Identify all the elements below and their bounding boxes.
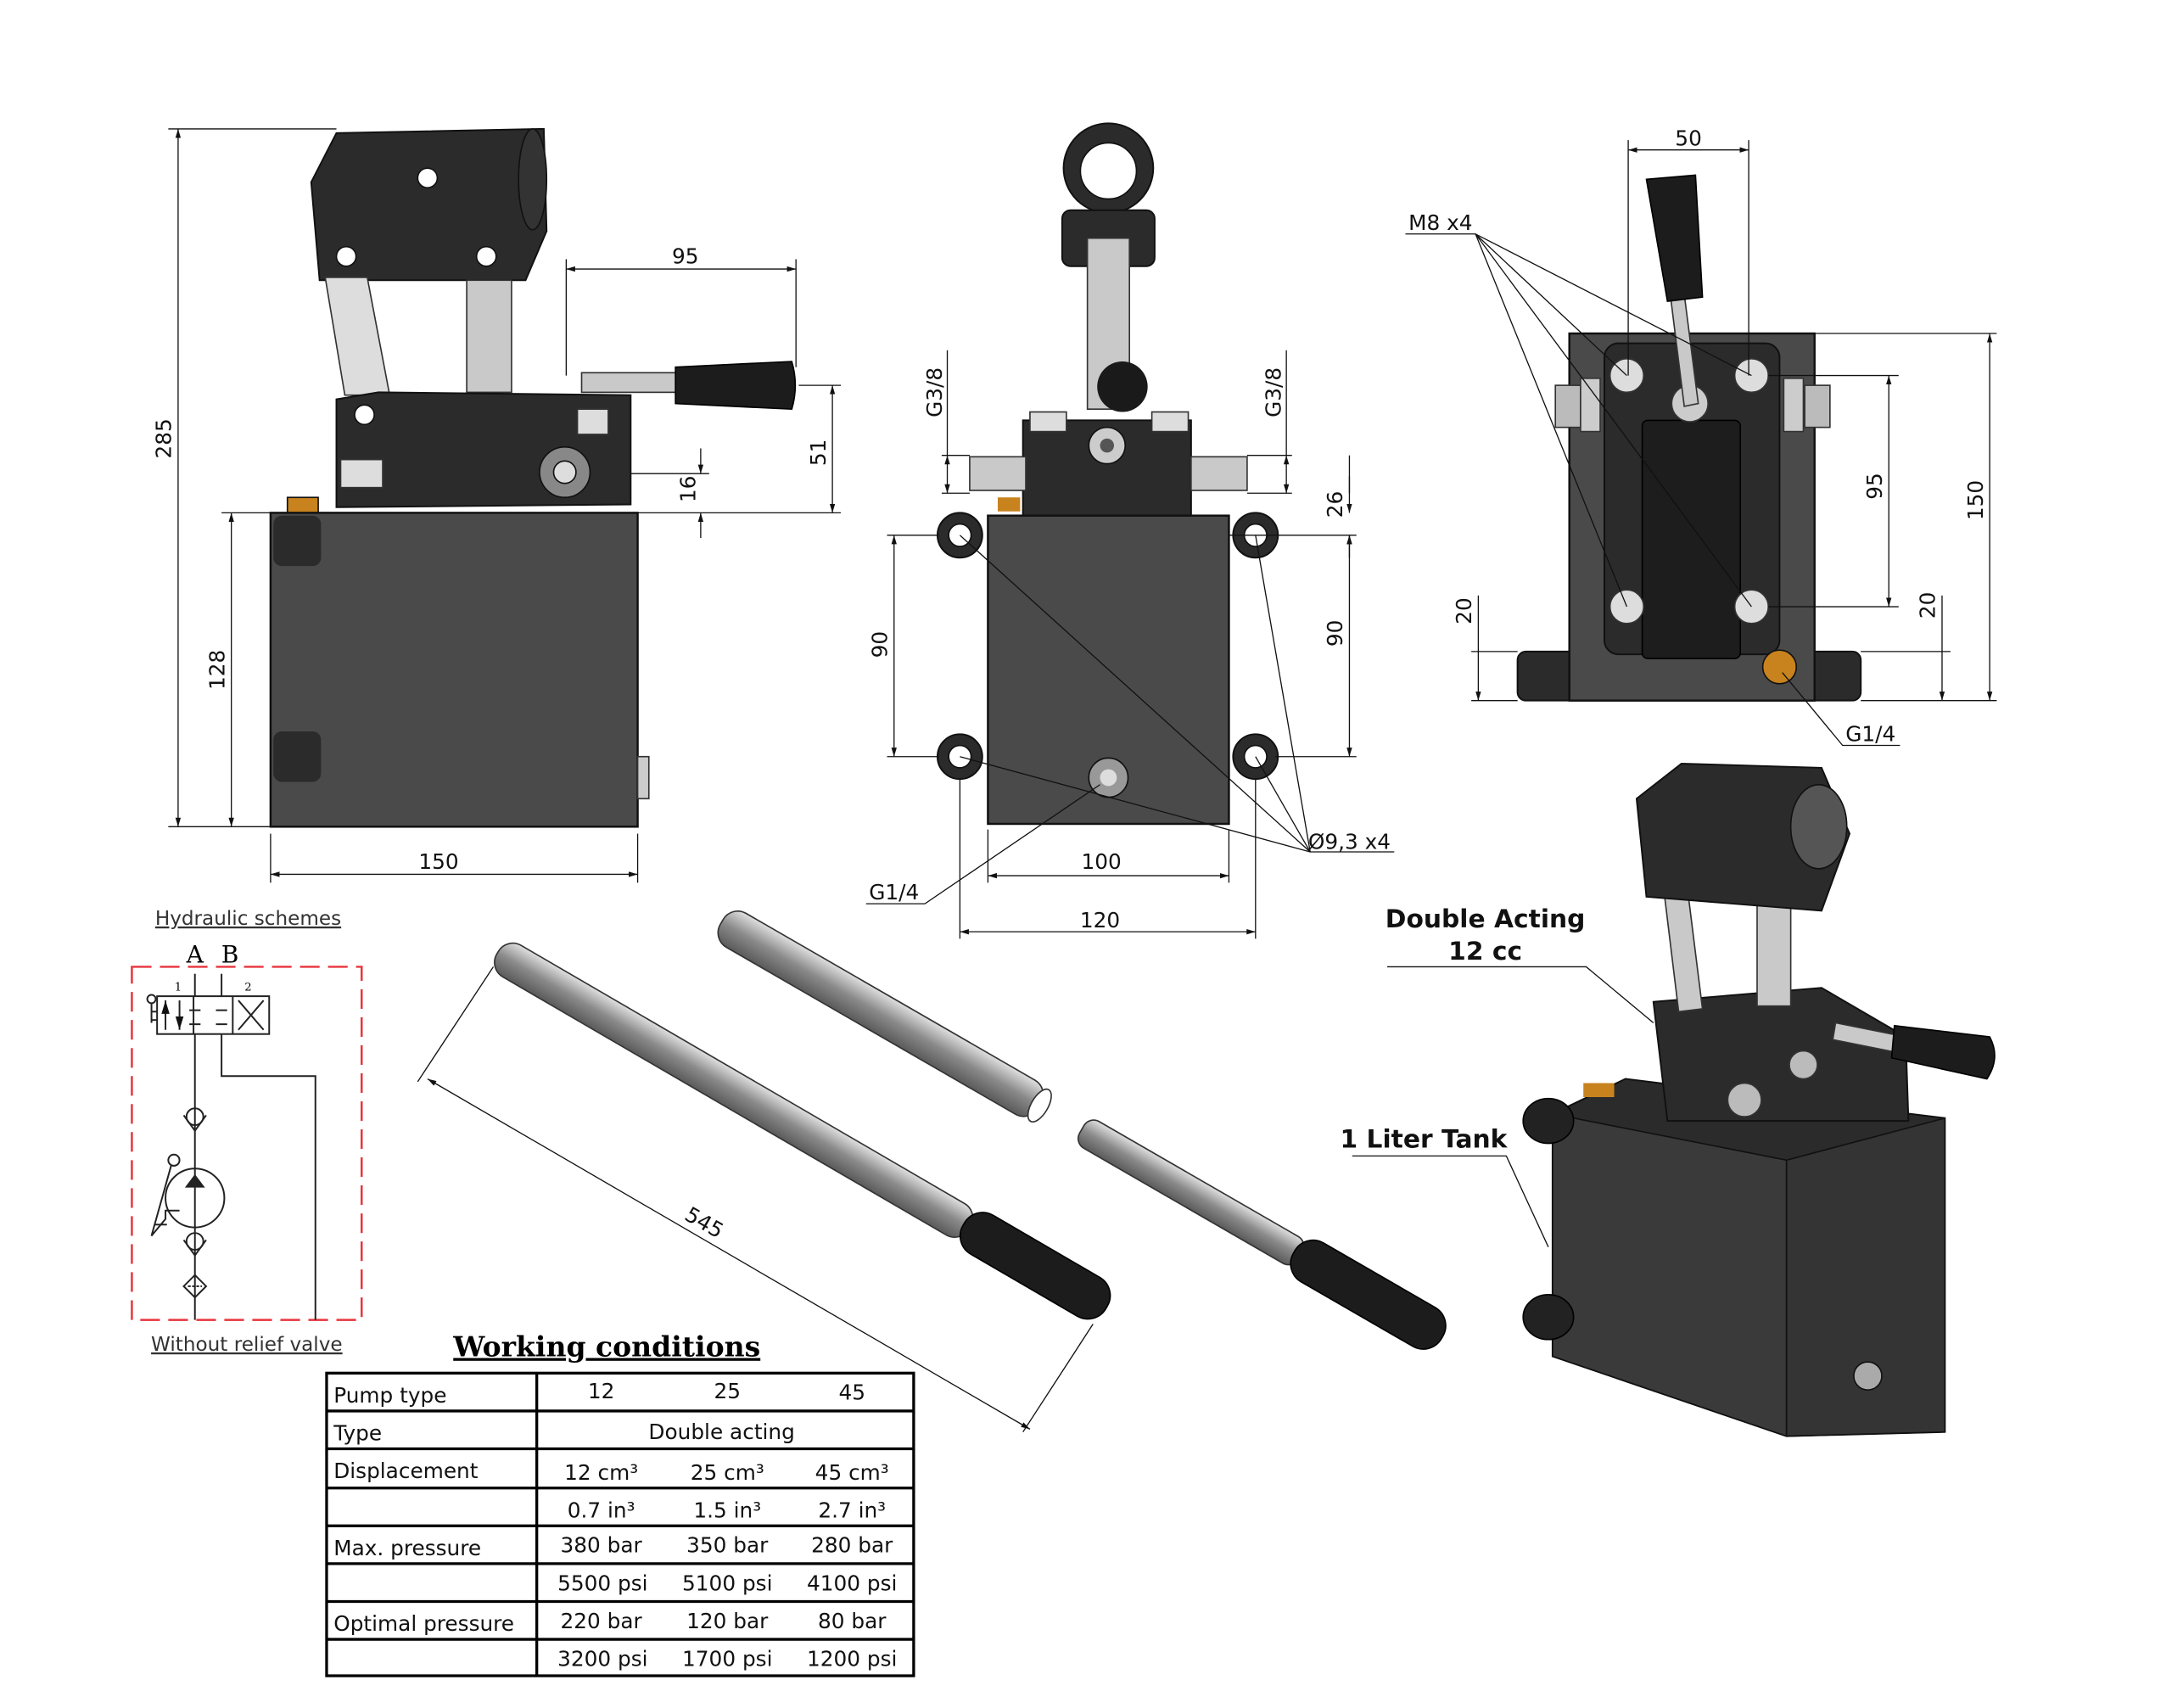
handle-bars: 545 — [417, 910, 1447, 1433]
table-title: Working conditions — [452, 1330, 760, 1364]
drain-label-top: G1/4 — [1845, 722, 1895, 747]
side-view: 285 128 150 95 51 16 — [152, 127, 842, 883]
cell: 2.7 in³ — [818, 1498, 886, 1522]
cell: 5100 psi — [682, 1571, 772, 1595]
dim-120: 120 — [1080, 908, 1120, 932]
cell: 4100 psi — [807, 1571, 897, 1595]
cell: 1.5 in³ — [693, 1498, 761, 1522]
table-row: 3200 psi 1700 psi 1200 psi — [557, 1646, 897, 1671]
port-b: B — [221, 940, 239, 968]
row-label: Pump type — [333, 1383, 446, 1408]
cell: 12 — [588, 1379, 615, 1403]
scheme-border — [131, 966, 363, 1321]
directional-valve-symbol — [146, 973, 316, 1320]
dim-51: 51 — [806, 440, 831, 467]
cell: 1200 psi — [807, 1646, 897, 1671]
dim-95-top: 95 — [1862, 473, 1887, 500]
lever-grip — [675, 361, 797, 411]
dim-26: 26 — [1323, 491, 1347, 518]
row-label: Optimal pressure — [333, 1611, 514, 1636]
iso-view: Double Acting 12 cc 1 Liter Tank — [1341, 762, 1996, 1437]
row-label: Max. pressure — [333, 1536, 481, 1560]
cell: 1700 psi — [682, 1646, 772, 1671]
row-label: Type — [333, 1421, 382, 1446]
cell: 45 — [838, 1380, 865, 1405]
drain-label-front: G1/4 — [869, 880, 919, 904]
position-1: 1 — [175, 982, 182, 994]
table-row: Optimal pressure 220 bar 120 bar 80 bar — [333, 1609, 887, 1636]
cell: Double acting — [648, 1420, 794, 1444]
lever-arm — [580, 372, 680, 394]
tank-label: 1 Liter Tank — [1341, 1124, 1509, 1154]
cell: 5500 psi — [557, 1571, 647, 1595]
piston-rod — [466, 279, 512, 394]
table-row: Displacement 12 cm³ 25 cm³ 45 cm³ — [333, 1459, 889, 1485]
top-view: 50 M8 x4 95 150 20 20 G1/4 — [1405, 126, 1997, 747]
row-label: Displacement — [333, 1459, 479, 1483]
cell: 350 bar — [686, 1533, 769, 1558]
table-row: 0.7 in³ 1.5 in³ 2.7 in³ — [568, 1498, 886, 1522]
front-view: G3/8 G3/8 26 90 90 100 120 G1/4 Ø9,3 x4 — [865, 122, 1395, 939]
cell: 25 — [714, 1379, 741, 1403]
dim-150-tank: 150 — [418, 849, 458, 874]
dim-50: 50 — [1675, 126, 1702, 151]
cell: 0.7 in³ — [568, 1498, 635, 1522]
holes-label: Ø9,3 x4 — [1308, 830, 1391, 854]
dim-16: 16 — [675, 476, 700, 503]
cell: 25 cm³ — [691, 1460, 764, 1485]
dim-20-left: 20 — [1452, 597, 1476, 624]
dim-90-right: 90 — [1323, 620, 1347, 647]
dim-128: 128 — [204, 650, 229, 690]
pump-head — [310, 127, 548, 282]
dim-285: 285 — [152, 418, 176, 458]
port-a: A — [186, 940, 204, 968]
port-right-label: G3/8 — [1262, 367, 1286, 417]
table-row: Pump type 12 25 45 — [333, 1379, 865, 1408]
port-left-label: G3/8 — [922, 367, 947, 417]
cell: 120 bar — [686, 1609, 769, 1633]
hydraulic-scheme: Hydraulic schemes A B 1 2 Without relief… — [131, 908, 363, 1356]
dim-95-lever: 95 — [672, 244, 699, 268]
table-row: Type Double acting — [333, 1420, 795, 1446]
cell: 12 cm³ — [564, 1460, 638, 1485]
cell: 45 cm³ — [815, 1460, 889, 1485]
dim-150-top: 150 — [1963, 480, 1988, 520]
dim-100: 100 — [1082, 849, 1122, 874]
bolts-label: M8 x4 — [1408, 210, 1472, 235]
cell: 380 bar — [561, 1533, 643, 1558]
cell: 3200 psi — [557, 1646, 647, 1671]
cell: 220 bar — [561, 1609, 643, 1633]
cell: 80 bar — [818, 1609, 887, 1633]
position-2: 2 — [244, 982, 251, 994]
table-row: Max. pressure 380 bar 350 bar 280 bar — [333, 1533, 893, 1560]
displacement-label: 12 cc — [1448, 937, 1522, 966]
tank — [269, 512, 639, 828]
double-acting-label: Double Acting — [1385, 904, 1586, 934]
dim-20-right: 20 — [1916, 592, 1940, 619]
dim-90-left: 90 — [868, 631, 893, 658]
working-conditions-table: Working conditions Pump type 12 25 45 Ty… — [325, 1330, 915, 1677]
scheme-title: Hydraulic schemes — [155, 908, 341, 930]
cell: 280 bar — [811, 1533, 893, 1558]
table-row: 5500 psi 5100 psi 4100 psi — [557, 1571, 897, 1595]
scheme-caption: Without relief valve — [151, 1334, 343, 1356]
dim-545: 545 — [680, 1201, 727, 1243]
